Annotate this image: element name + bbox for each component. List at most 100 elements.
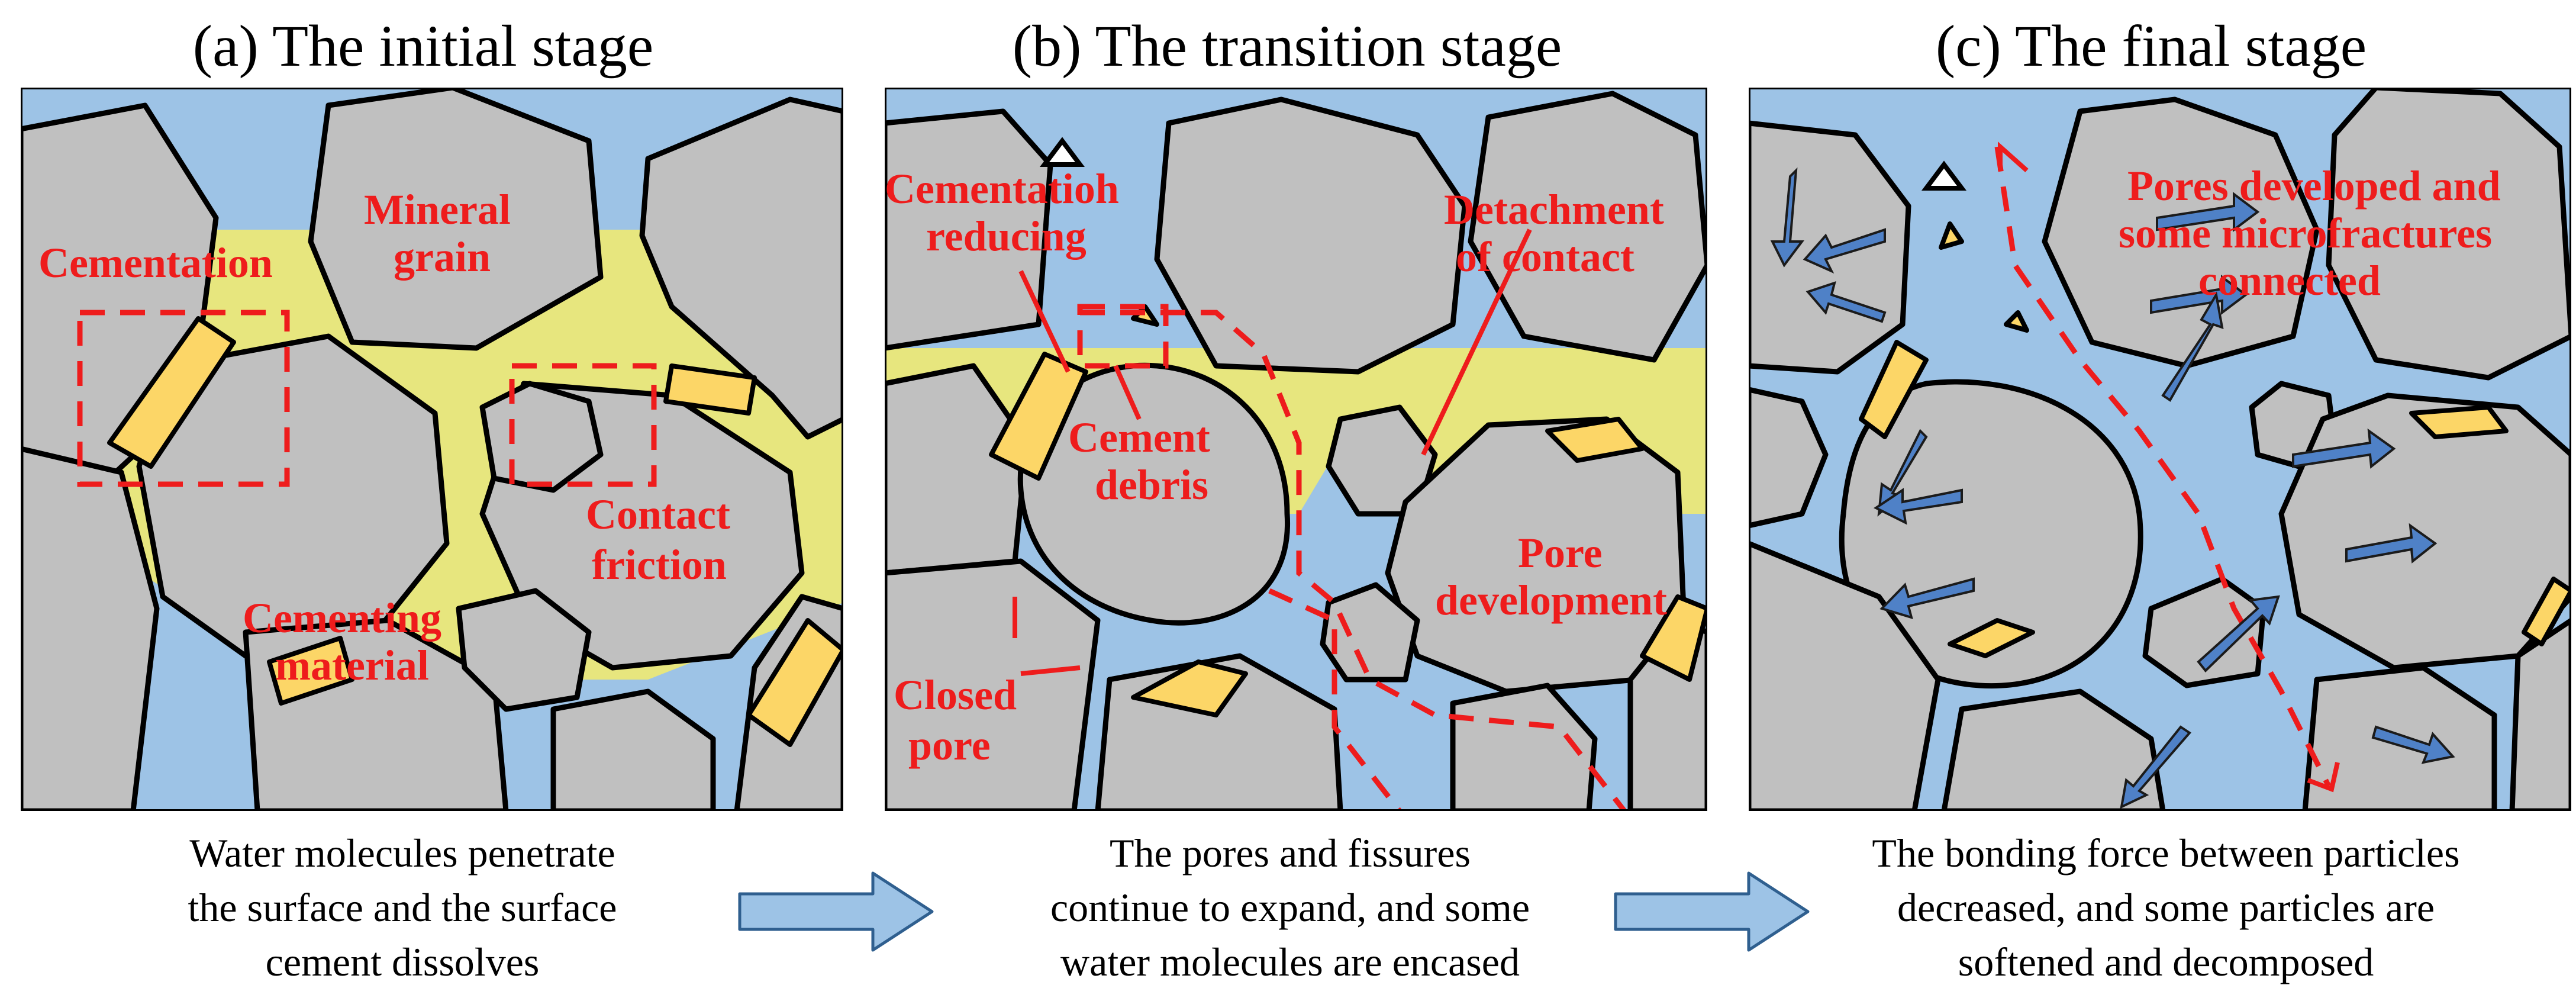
label-mineral-line2: grain (394, 233, 491, 281)
mineral-grain (1749, 540, 1941, 811)
cement-fragment (1859, 340, 1929, 439)
caption-line: The bonding force between particles (1872, 831, 2460, 876)
label-pore-line2: development (1435, 577, 1667, 624)
expansion-arrow (2292, 428, 2396, 469)
mineral-grain (456, 588, 592, 712)
label-pores-line3: connected (2198, 257, 2381, 304)
expansion-arrow (2371, 725, 2455, 764)
label-cementation-reducing-line2: reducing (926, 213, 1087, 260)
mineral-grain (550, 688, 716, 811)
expansion-arrow (1879, 577, 1975, 619)
panel-a-svg: Cementation Mineral grain Contact fricti… (21, 88, 843, 811)
arrow-right-icon (738, 871, 934, 952)
label-detachment-line1: Detachment (1444, 186, 1664, 233)
annotation-arrow (1020, 665, 1081, 676)
label-detachment-line2: of contact (1456, 233, 1634, 281)
cement-bridge (746, 618, 843, 747)
expansion-arrow (2150, 275, 2248, 315)
label-cementation-reducing-line1: Cementatioh (885, 165, 1119, 213)
cement-fragment (2004, 310, 2029, 333)
panel-b-caption: The pores and fissures continue to expan… (876, 826, 1704, 989)
panel-a-caption: Water molecules penetrate the surface an… (0, 826, 817, 989)
caption-line: decreased, and some particles are (1897, 885, 2435, 930)
expansion-arrow (1770, 167, 1804, 268)
mineral-grain (2509, 617, 2571, 811)
dashed-fracture (1268, 588, 1402, 811)
cement-fragment (1640, 594, 1707, 682)
cement-fragment (1545, 417, 1645, 463)
label-closed-pore-line1: Closed (894, 671, 1017, 719)
cement-fragment (989, 352, 1088, 481)
dashed-crack-path (1994, 146, 2332, 788)
arrow-right-icon (1614, 871, 1810, 952)
panel-b-diagram: Cementatioh reducing Detachment of conta… (885, 88, 1707, 811)
triangle-marker (1921, 160, 1966, 191)
mineral-grain (1839, 379, 2143, 689)
mineral-grain (1450, 683, 1598, 811)
cement-bridge (663, 363, 757, 416)
expansion-arrow (2120, 725, 2191, 809)
annotation-arrow (1018, 270, 1071, 373)
cement-fragment (2522, 577, 2571, 646)
cement-bridge (107, 316, 236, 469)
panel-c-svg: Pores developed and some microfractures … (1749, 88, 2571, 811)
expansion-arrow (2345, 523, 2438, 564)
crack-arrowhead-top (1998, 141, 2029, 172)
label-cementation: Cementation (38, 239, 273, 287)
expansion-arrow (1874, 488, 1963, 525)
caption-line: water molecules are encased (1060, 939, 1520, 984)
mineral-grain (2326, 88, 2571, 381)
dashed-highlight-box (1077, 304, 1169, 369)
panel-c-diagram: Pores developed and some microfractures … (1749, 88, 2571, 811)
cement-bridge (267, 636, 354, 706)
cement-fragment (1948, 618, 2035, 658)
mineral-grain (885, 108, 1053, 351)
label-cementing-line1: Cementing (243, 594, 441, 642)
mineral-grain (639, 96, 843, 440)
label-pores-line1: Pores developed and (2127, 162, 2501, 210)
annotation-arrow (1421, 228, 1532, 456)
crack-arrowhead-bottom (2307, 762, 2340, 793)
mineral-grain (1468, 91, 1707, 363)
caption-line: The pores and fissures (1110, 831, 1471, 876)
panel-c-title: (c) The final stage (1935, 13, 2367, 79)
caption-line: the surface and the surface (188, 885, 617, 930)
mineral-grain (1154, 96, 1468, 375)
dashed-highlight-box (77, 310, 290, 487)
cement-fragment (1131, 659, 1248, 717)
label-closed-pore-line2: pore (908, 722, 991, 769)
dashed-highlight-box (509, 363, 657, 487)
mineral-grain (1941, 688, 2166, 811)
mineral-grain (2042, 96, 2320, 369)
label-mineral-line1: Mineral (364, 186, 511, 233)
panel-b-title: (b) The transition stage (1012, 13, 1562, 79)
label-contact-line2: friction (592, 541, 727, 588)
dashed-fracture (1080, 310, 1627, 811)
panel-a-title: (a) The initial stage (192, 13, 654, 79)
label-pores-line2: some microfractures (2119, 210, 2492, 257)
label-contact-line1: Contact (586, 491, 730, 538)
mineral-grain (308, 88, 604, 351)
expansion-arrow (2161, 291, 2224, 402)
cement-fragment (1939, 221, 1964, 250)
mineral-grain (885, 558, 1101, 811)
caption-line: cement dissolves (265, 939, 540, 984)
annotation-arrow (1113, 365, 1142, 420)
expansion-arrow (1803, 228, 1886, 274)
label-cementing-line2: material (275, 642, 429, 689)
triangle-marker (1040, 137, 1085, 167)
label-pore-line1: Pore (1518, 529, 1603, 577)
mineral-grain (21, 446, 160, 811)
expansion-arrow (2156, 192, 2260, 232)
caption-line: softened and decomposed (1958, 939, 2374, 984)
caption-line: Water molecules penetrate (189, 831, 615, 876)
panel-b-svg: Cementatioh reducing Detachment of conta… (885, 88, 1707, 811)
expansion-arrow (2197, 595, 2280, 672)
mineral-grain (1749, 387, 1829, 529)
expansion-arrow (1806, 281, 1887, 323)
cement-fragment (2409, 405, 2509, 439)
label-cement-debris-line2: debris (1095, 461, 1208, 508)
caption-line: continue to expand, and some (1050, 885, 1530, 930)
label-cement-debris-line1: Cement (1068, 414, 1210, 461)
panel-c-caption: The bonding force between particles decr… (1752, 826, 2576, 989)
